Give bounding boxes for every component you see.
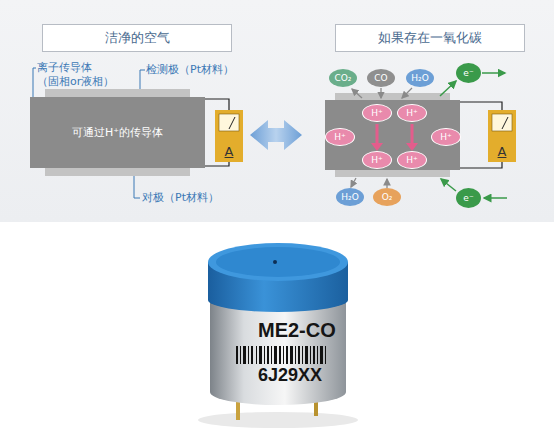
gas-arrow [402, 88, 412, 98]
proton: H⁺ [362, 151, 392, 169]
proton: H⁺ [362, 104, 392, 122]
panel-background [0, 0, 554, 222]
electron: e⁻ [456, 188, 481, 208]
molecule: H₂O [336, 188, 364, 206]
proton-arrow [406, 143, 418, 151]
node-text: H⁺ [334, 132, 346, 142]
wire [205, 99, 229, 110]
sensor-body [210, 298, 346, 392]
electron-arrow [484, 197, 507, 199]
proton-arrow [376, 124, 379, 144]
counter-electrode [45, 168, 190, 176]
node-text: e⁻ [463, 193, 473, 203]
node-text: H⁺ [406, 155, 418, 165]
proton: H⁺ [397, 104, 427, 122]
double-arrow [250, 120, 302, 150]
wire [460, 162, 502, 168]
proton: H⁺ [325, 128, 355, 146]
counter-electrode [335, 170, 450, 177]
electron-arrow [440, 81, 456, 96]
node-text: H₂O [341, 192, 358, 202]
molecule: CO₂ [329, 69, 357, 87]
proton: H⁺ [431, 128, 461, 146]
gas-arrow [352, 89, 362, 98]
leader-line [33, 68, 36, 97]
meter-needle [502, 117, 508, 129]
molecule: CO [367, 69, 395, 87]
part-label: 对极（Pt材料） [142, 191, 219, 205]
node-text: A [225, 144, 234, 159]
node-text: A [498, 144, 507, 159]
node-text: CO [374, 73, 387, 83]
model-print: ME2-CO [258, 318, 336, 342]
conductor-block [325, 100, 460, 170]
electron: e⁻ [456, 63, 481, 83]
ammeter: A [215, 110, 243, 162]
molecule: O₂ [373, 188, 401, 206]
wire [460, 102, 502, 110]
node-text: H⁺ [371, 155, 383, 165]
node-text: e⁻ [463, 68, 473, 78]
serial-print: 6J29XX [258, 364, 322, 386]
ammeter: A [488, 110, 516, 162]
electron-arrow [441, 179, 456, 191]
node-text: O₂ [382, 192, 393, 202]
sensor-cap-top [208, 243, 348, 281]
node-text: CO₂ [335, 73, 352, 83]
proton: H⁺ [397, 151, 427, 169]
proton-arrow [411, 124, 414, 144]
part-label: 离子传导体 （固相or液相） [37, 61, 121, 89]
sensing-electrode [45, 89, 190, 97]
node-text: H⁺ [406, 108, 418, 118]
meter-face [219, 114, 239, 131]
node-text: 洁净的空气 [105, 29, 170, 47]
molecule: H₂O [406, 69, 434, 87]
sensor-cap [208, 288, 348, 312]
gas-hole [273, 260, 277, 264]
gas-arrow [386, 179, 387, 188]
wire [205, 162, 229, 166]
proton-arrow [371, 143, 383, 151]
node-text: H⁺ [440, 132, 452, 142]
electron-arrow [482, 72, 505, 74]
sensing-electrode [335, 93, 450, 100]
gas-arrow [380, 88, 381, 98]
shadow [198, 412, 358, 428]
meter-face [492, 114, 512, 131]
leader-line [140, 70, 145, 89]
node-text: H⁺ [371, 108, 383, 118]
title-box: 如果存在一氧化碳 [335, 24, 525, 52]
node-text: H₂O [411, 73, 428, 83]
node-text: 可通过H⁺的传导体 [72, 125, 163, 140]
node-text: 如果存在一氧化碳 [378, 29, 482, 47]
leader-line [134, 176, 140, 198]
title-box: 洁净的空气 [42, 24, 232, 52]
gas-arrow [351, 178, 356, 187]
meter-needle [229, 117, 235, 129]
conductor-block: 可通过H⁺的传导体 [30, 97, 205, 168]
part-label: 检测极（Pt材料） [146, 63, 234, 77]
sensor-cap-top [216, 247, 340, 277]
barcode [236, 346, 326, 364]
